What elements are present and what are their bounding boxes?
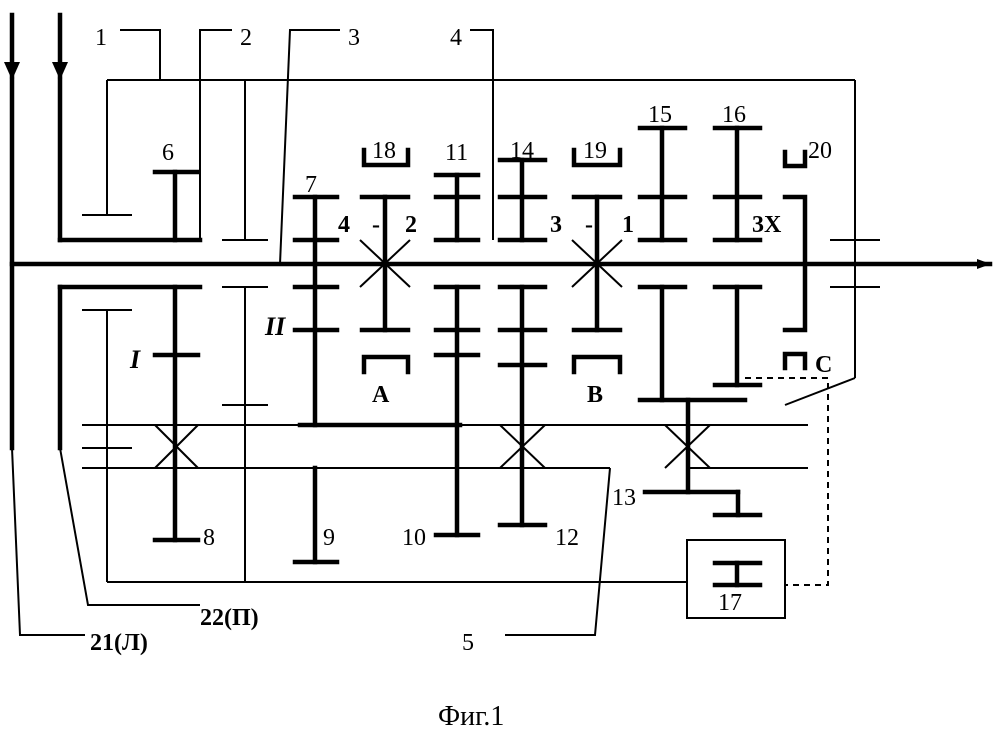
label-5: 5 — [462, 630, 474, 656]
label-17: 17 — [718, 590, 742, 616]
label-dash-2: - — [585, 212, 593, 238]
label-clutch-b: B — [587, 382, 603, 408]
label-shaft-i: I — [129, 345, 141, 374]
label-14: 14 — [510, 138, 534, 164]
gear-16 — [715, 128, 760, 385]
synchronizer-b — [574, 357, 620, 372]
synchronizer-a — [364, 357, 408, 372]
label-dash-1: - — [372, 212, 380, 238]
synchronizer-20 — [785, 152, 805, 166]
reverse-gear — [785, 152, 805, 368]
gear-pair-4-2 — [360, 150, 410, 372]
label-18: 18 — [372, 138, 396, 164]
label-clutch-a: A — [372, 382, 390, 408]
label-gear-2: 2 — [405, 212, 417, 238]
gear-14-12 — [500, 160, 545, 525]
gear-6 — [155, 172, 198, 240]
gear-7-9 — [295, 197, 337, 562]
gear-17-box — [687, 378, 828, 618]
label-15: 15 — [648, 102, 672, 128]
synchronizer-c — [785, 354, 805, 368]
label-19: 19 — [583, 138, 607, 164]
housing — [82, 80, 880, 582]
label-8: 8 — [203, 525, 215, 551]
label-21: 21(Л) — [90, 630, 148, 656]
label-13: 13 — [612, 485, 636, 511]
label-22: 22(П) — [200, 605, 259, 631]
label-1: 1 — [95, 25, 107, 51]
label-7: 7 — [305, 172, 317, 198]
label-gear-4: 4 — [338, 212, 350, 238]
label-3: 3 — [348, 25, 360, 51]
label-12: 12 — [555, 525, 579, 551]
label-20: 20 — [808, 138, 832, 164]
label-10: 10 — [402, 525, 426, 551]
label-16: 16 — [722, 102, 746, 128]
gear-8 — [155, 287, 198, 540]
label-shaft-ii: II — [264, 312, 286, 341]
label-11: 11 — [445, 140, 468, 166]
gear-13 — [645, 400, 760, 515]
gear-pair-3-1 — [572, 150, 622, 372]
label-gear-1: 1 — [622, 212, 634, 238]
label-6: 6 — [162, 140, 174, 166]
label-9: 9 — [323, 525, 335, 551]
label-gear-3: 3 — [550, 212, 562, 238]
label-2: 2 — [240, 25, 252, 51]
label-clutch-c: C — [815, 352, 832, 378]
label-4: 4 — [450, 25, 462, 51]
figure-caption: Фиг.1 — [438, 701, 504, 732]
label-reverse-3x: 3X — [752, 212, 782, 238]
gear-11-10 — [436, 175, 478, 535]
